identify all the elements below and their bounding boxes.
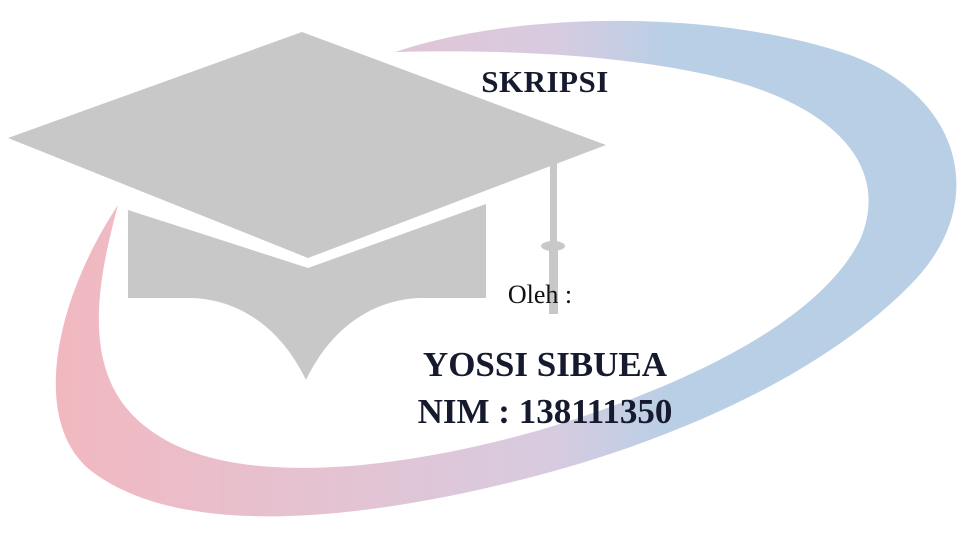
tassel-knot	[541, 241, 565, 251]
by-label: Oleh :	[507, 280, 573, 309]
document-title: SKRIPSI	[481, 64, 609, 99]
swoosh-ring	[55, 20, 957, 517]
author-student-id: NIM : 138111350	[417, 392, 673, 431]
tassel-end	[549, 250, 558, 314]
cap-body	[128, 204, 486, 380]
graduation-cap-icon	[8, 32, 606, 380]
author-name: YOSSI SIBUEA	[422, 345, 668, 384]
tassel-cord	[550, 162, 557, 254]
cap-board	[8, 32, 606, 258]
